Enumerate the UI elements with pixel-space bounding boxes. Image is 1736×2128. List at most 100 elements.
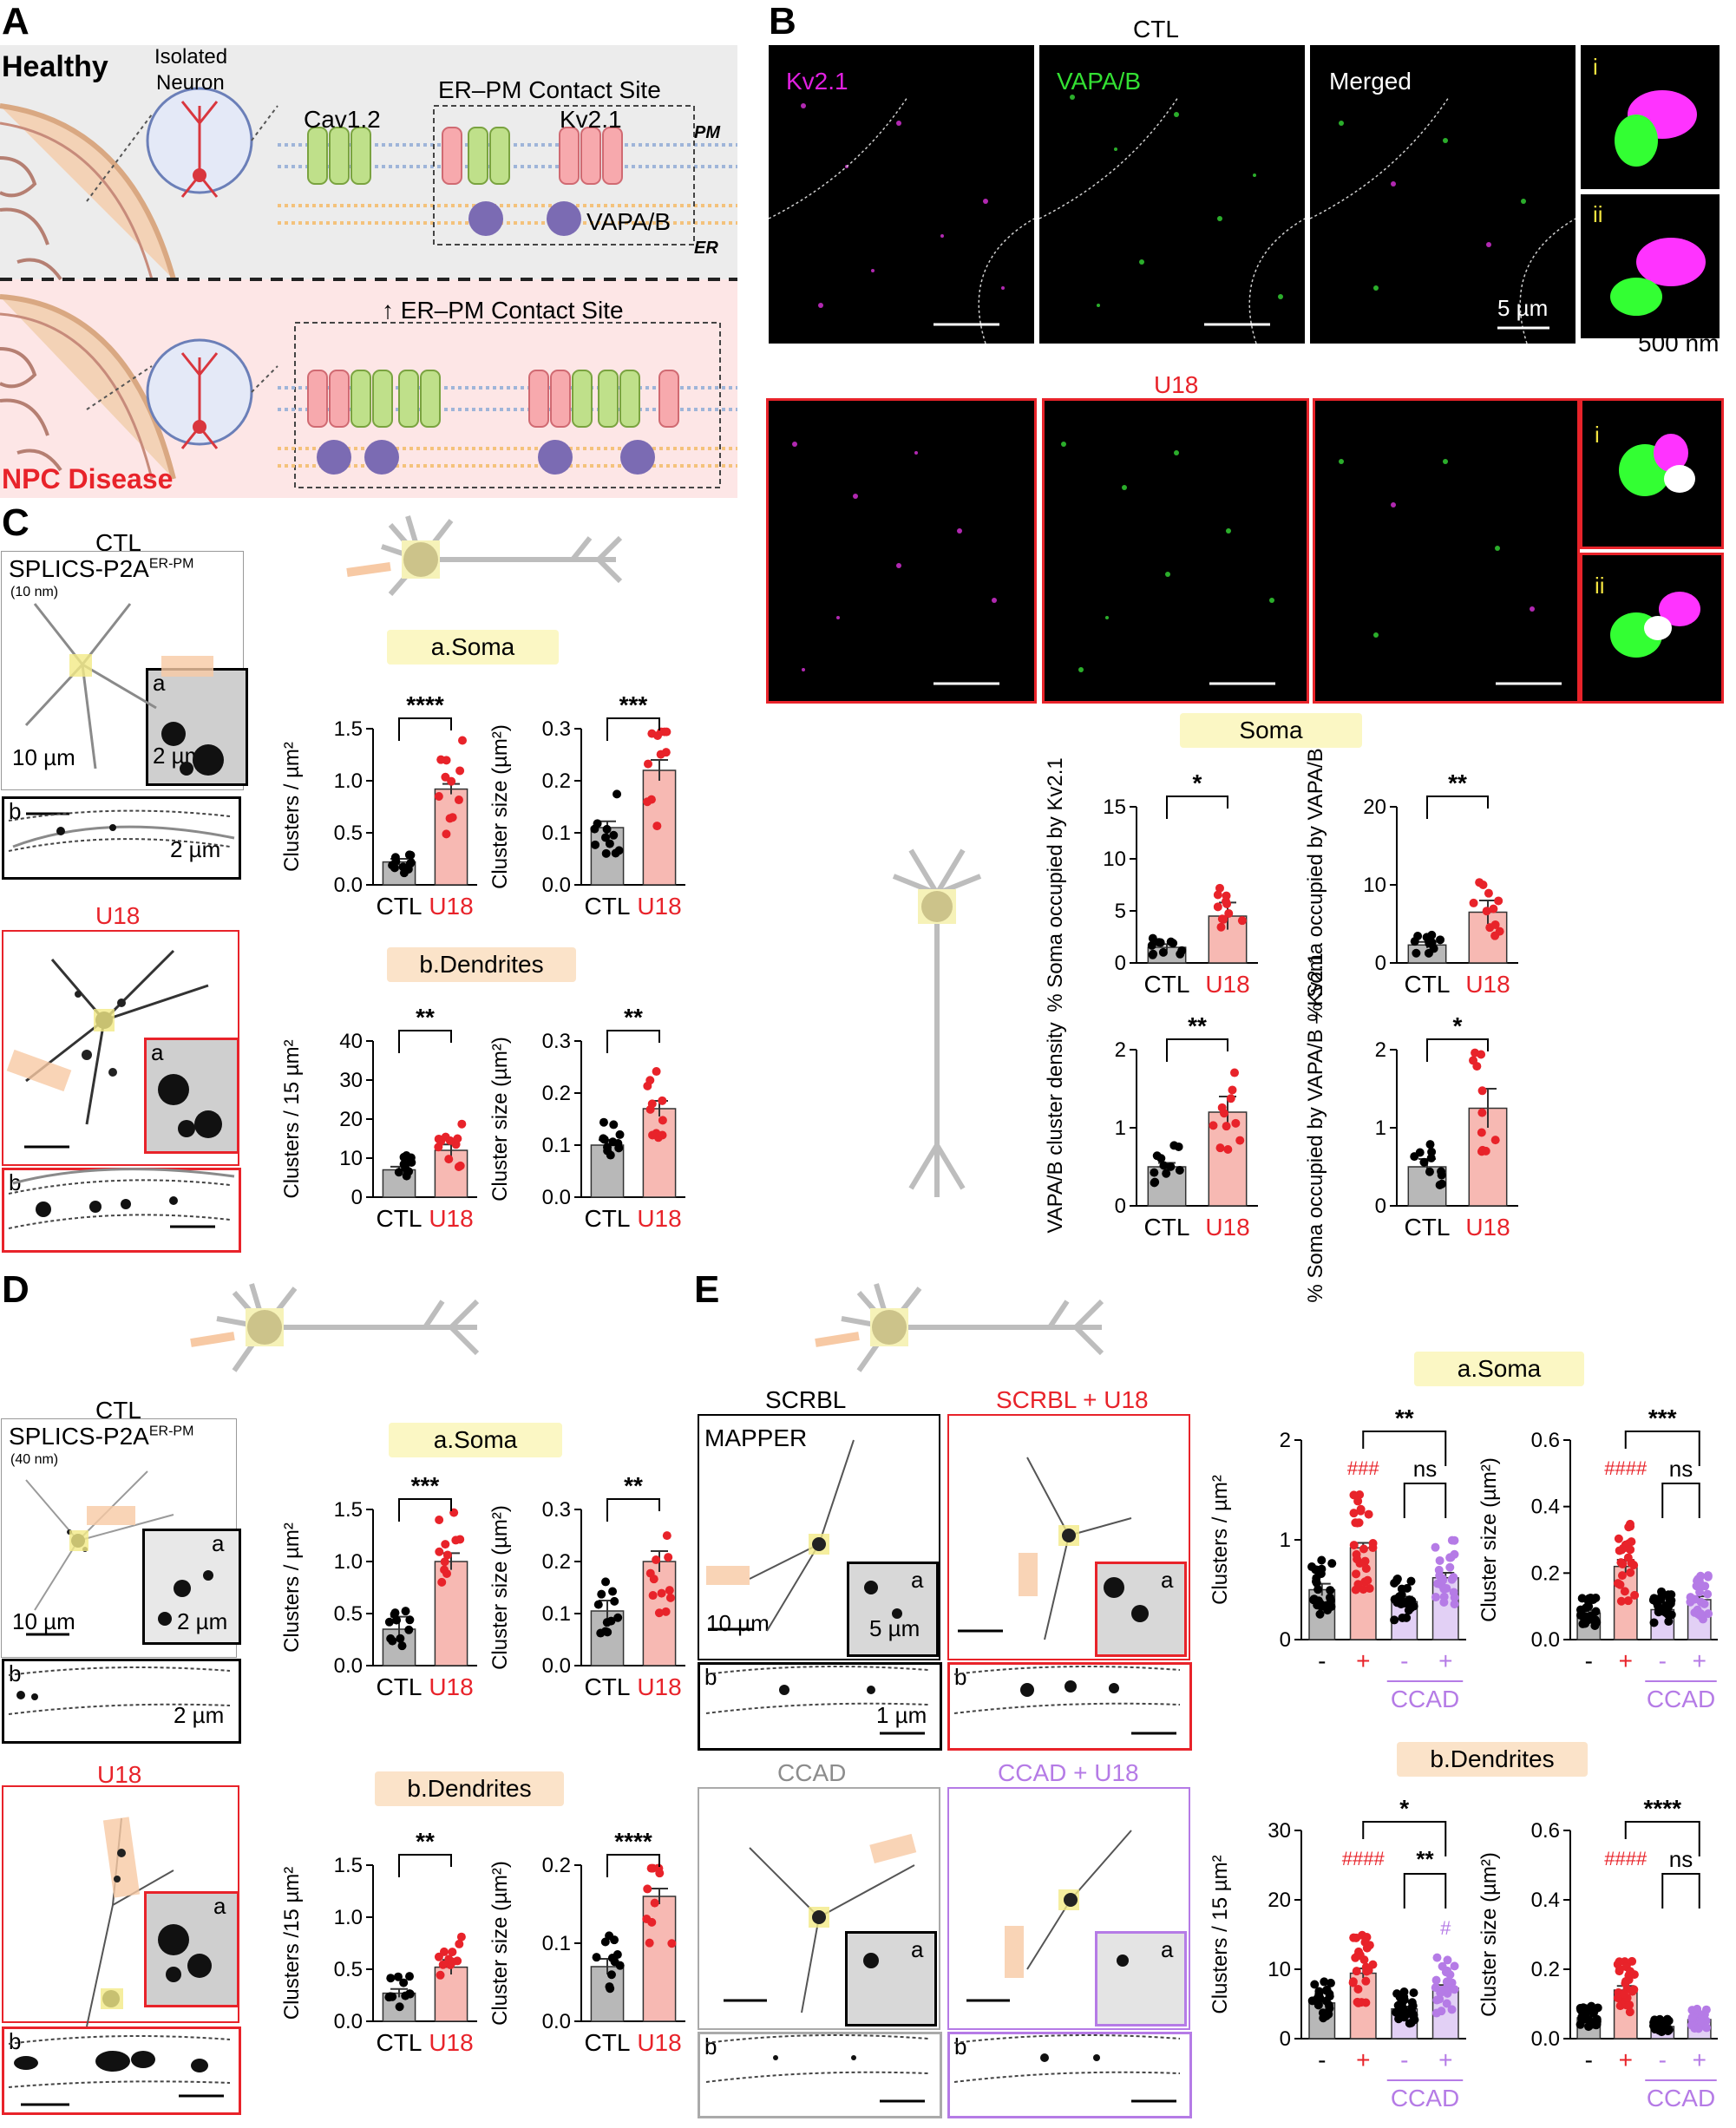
x-tick-label: CTL <box>585 893 631 920</box>
data-point <box>1582 2008 1591 2018</box>
data-point <box>1320 1977 1329 1987</box>
data-point <box>1494 896 1503 906</box>
c-splics-text: SPLICS-P2A <box>9 555 149 582</box>
data-point <box>1147 940 1156 950</box>
data-point <box>392 1615 402 1625</box>
significance-bracket-2 <box>1403 1483 1447 1518</box>
data-point <box>434 1143 443 1152</box>
c-splics-sup: ER-PM <box>148 556 194 572</box>
data-point <box>658 1096 667 1105</box>
data-point <box>643 1081 652 1090</box>
x-tick-label: U18 <box>429 893 473 920</box>
c-ctl-scale10: 10 µm <box>12 744 75 770</box>
data-point <box>1353 1518 1362 1528</box>
x-tick-label: CTL <box>585 1673 631 1700</box>
data-point <box>455 1535 465 1544</box>
panel-letter-d: D <box>2 1268 29 1311</box>
data-point <box>393 1972 403 1981</box>
isolated-label: Isolated <box>154 45 228 69</box>
significance-bracket <box>1362 1821 1447 1856</box>
data-point <box>1325 1989 1334 1999</box>
c-soma-pill: a.Soma <box>387 630 559 665</box>
significance-label: * <box>1399 1795 1409 1822</box>
data-point <box>1215 1143 1225 1153</box>
x-tick-label: - <box>1659 2046 1667 2073</box>
x-tick-label: - <box>1400 2046 1408 2073</box>
data-point <box>1422 933 1431 942</box>
y-tick-label: 0 <box>1280 2027 1291 2051</box>
y-axis-label: % Soma occupied by VAPA/B – Kv2.1 <box>1304 953 1327 1302</box>
data-point <box>1653 2020 1662 2029</box>
x-tick-label: - <box>1659 1647 1667 1674</box>
data-point <box>1700 1581 1710 1591</box>
data-point <box>644 759 653 769</box>
c-dend-pill: b.Dendrites <box>387 947 576 982</box>
y-tick-label: 0.3 <box>542 1498 571 1522</box>
data-point <box>1353 1984 1363 1994</box>
significance-label: *** <box>1648 1404 1677 1431</box>
data-point <box>1469 898 1478 907</box>
x-tick-label: U18 <box>429 2029 473 2056</box>
c-splics-label: SPLICS-P2AER-PM <box>9 555 193 583</box>
significance-hash: #### <box>1604 1848 1648 1869</box>
significance-label: ** <box>624 1472 643 1499</box>
y-tick-label: 0.0 <box>334 874 363 897</box>
data-point <box>609 830 619 840</box>
data-point <box>454 1162 463 1172</box>
data-point <box>455 766 465 776</box>
y-axis-label: Clusters / µm² <box>280 1522 304 1653</box>
significance-label: **** <box>406 691 444 718</box>
x-tick-label: U18 <box>1465 971 1510 998</box>
b-ctl-merged-image <box>1310 45 1576 344</box>
e-inset-a-label-3: a <box>911 1936 924 1962</box>
b-u18-inset-i-label: i <box>1595 422 1600 448</box>
data-point <box>435 1547 444 1556</box>
data-point <box>1438 1179 1447 1188</box>
e-dend-label-3: b <box>704 2033 717 2059</box>
d-ctl-inset-a <box>142 1529 241 1645</box>
x-tick-label: CTL <box>585 1205 631 1232</box>
y-axis-label: Clusters / 15 µm² <box>1209 1855 1232 2013</box>
data-point <box>1224 908 1234 918</box>
data-point <box>384 1617 394 1627</box>
x-tick-label: - <box>1585 2046 1593 2073</box>
data-point <box>441 1540 450 1549</box>
data-point <box>1614 1534 1623 1543</box>
data-point <box>611 848 620 858</box>
d-ctl-inset-scale: 2 µm <box>177 1608 228 1634</box>
data-point <box>1625 2007 1634 2017</box>
significance-label-2: ns <box>1669 1846 1693 1872</box>
data-point <box>610 1935 619 1945</box>
d-u18-inset-a <box>144 1891 239 2007</box>
b-microscopy-texture <box>769 90 1706 685</box>
significance-bracket <box>398 717 452 741</box>
x-tick-label: + <box>1619 1647 1633 1674</box>
data-point <box>448 813 457 822</box>
ccad-group-label: CCAD <box>1391 2085 1459 2112</box>
data-point <box>1219 914 1228 924</box>
data-point <box>1626 1967 1635 1976</box>
d-ctl-dend-scale: 2 µm <box>174 1702 225 1728</box>
e-scale5: 5 µm <box>869 1615 920 1641</box>
data-point <box>442 1568 452 1578</box>
data-point <box>613 789 622 799</box>
data-point <box>1222 891 1231 900</box>
data-point <box>1355 1951 1365 1961</box>
significance-label: **** <box>1643 1795 1681 1822</box>
b-ctl-kv-image <box>769 45 1034 344</box>
y-tick-label: 0.2 <box>1531 1562 1560 1585</box>
data-point <box>1356 1504 1366 1514</box>
data-point <box>1409 1988 1418 1998</box>
data-point <box>1361 1564 1371 1574</box>
y-tick-label: 1 <box>1280 1529 1291 1552</box>
data-point <box>1621 1976 1630 1986</box>
significance-label: *** <box>411 1472 440 1499</box>
data-point <box>605 1982 614 1992</box>
y-tick-label: 15 <box>1103 796 1126 819</box>
data-point <box>653 1863 663 1873</box>
data-point <box>445 1136 455 1145</box>
data-point <box>613 1613 623 1622</box>
data-point <box>1413 932 1423 941</box>
y-tick-label: 0.2 <box>542 769 571 793</box>
significance-label: ** <box>624 1004 643 1031</box>
